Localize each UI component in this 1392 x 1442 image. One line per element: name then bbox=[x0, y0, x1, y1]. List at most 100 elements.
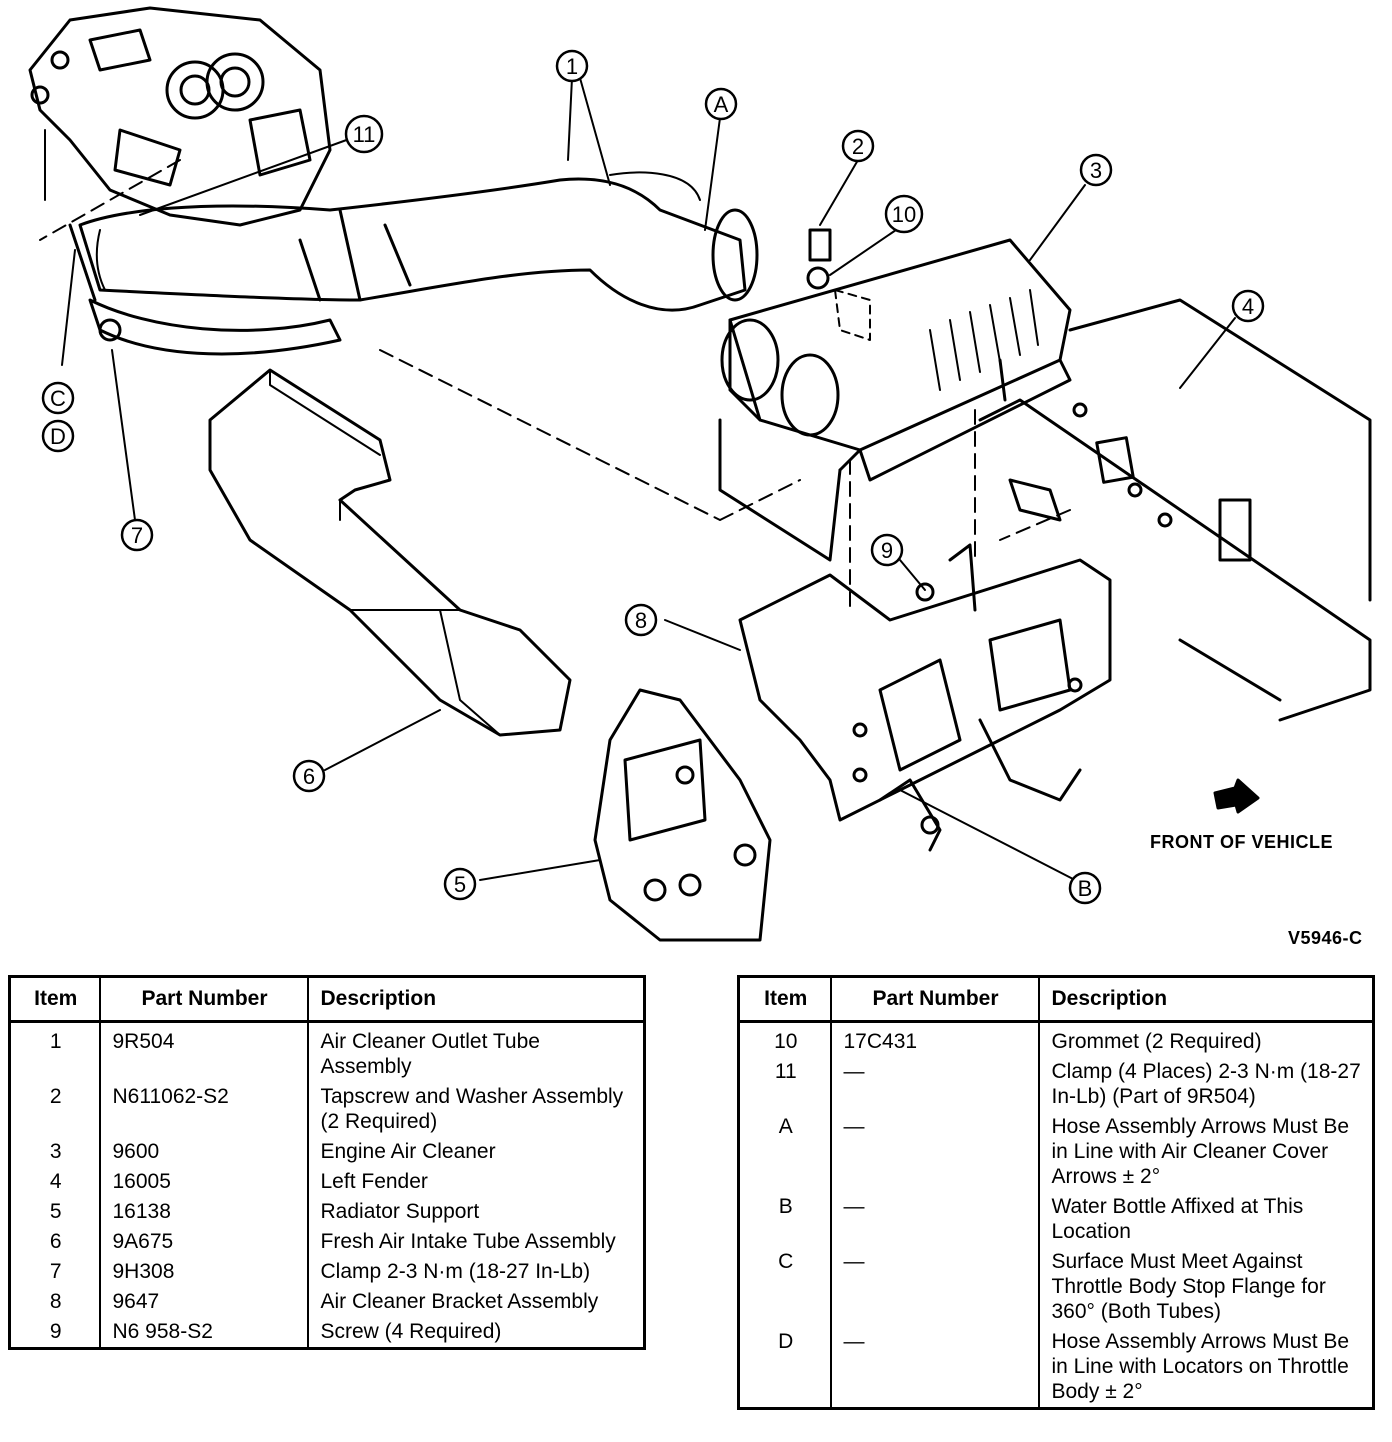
table-row: 8 9647 Air Cleaner Bracket Assembly bbox=[9, 1287, 645, 1317]
callout-9: 9 bbox=[870, 533, 904, 567]
front-of-vehicle-label: FRONT OF VEHICLE bbox=[1150, 832, 1333, 852]
cell-item: 1 bbox=[9, 1021, 101, 1082]
throttle-body-engine bbox=[28, 6, 332, 227]
parts-table-left: Item Part Number Description 1 9R504 Air… bbox=[8, 975, 646, 1350]
parts-table-right: Item Part Number Description 10 17C431 G… bbox=[737, 975, 1375, 1410]
air-cleaner-bracket bbox=[738, 543, 1112, 822]
callout-b: B bbox=[1068, 871, 1102, 905]
callout-6: 6 bbox=[292, 759, 326, 793]
cell-part-number: 16138 bbox=[99, 1197, 309, 1227]
cell-part-number: — bbox=[830, 1327, 1040, 1409]
table-row: B — Water Bottle Affixed at This Locatio… bbox=[738, 1192, 1374, 1247]
cell-description: Radiator Support bbox=[320, 1200, 480, 1223]
cell-part-number: 9A675 bbox=[99, 1227, 309, 1257]
cell-description: Air Cleaner Bracket Assembly bbox=[320, 1290, 599, 1313]
fresh-air-intake-tube bbox=[208, 368, 572, 737]
cell-description: Left Fender bbox=[320, 1170, 428, 1193]
callout-4-label: 4 bbox=[1242, 294, 1254, 319]
callout-9-label: 9 bbox=[881, 538, 893, 563]
callout-5: 5 bbox=[443, 867, 477, 901]
left-fender bbox=[978, 298, 1372, 722]
figure-code: V5946-C bbox=[1288, 928, 1363, 948]
header-item: Item bbox=[738, 976, 832, 1023]
callout-11: 11 bbox=[344, 114, 384, 154]
cell-description: Hose Assembly Arrows Must Be in Line wit… bbox=[1051, 1115, 1350, 1188]
cell-item: 7 bbox=[9, 1257, 101, 1287]
cell-description: Clamp (4 Places) 2-3 N·m (18-27 In-Lb) (… bbox=[1051, 1060, 1361, 1108]
cell-part-number: — bbox=[830, 1057, 1040, 1112]
callout-d: D bbox=[41, 419, 75, 453]
callout-1-label: 1 bbox=[566, 54, 578, 79]
cell-part-number: 9600 bbox=[99, 1137, 309, 1167]
callout-10-label: 10 bbox=[892, 202, 916, 227]
radiator-support bbox=[593, 688, 942, 942]
cell-item: B bbox=[738, 1192, 832, 1247]
cell-part-number: — bbox=[830, 1192, 1040, 1247]
table-row: 11 — Clamp (4 Places) 2-3 N·m (18-27 In-… bbox=[738, 1057, 1374, 1112]
cell-description: Tapscrew and Washer Assembly (2 Required… bbox=[320, 1085, 624, 1133]
cell-part-number: N6 958-S2 bbox=[99, 1317, 309, 1349]
callout-b-label: B bbox=[1078, 876, 1093, 901]
callout-8-label: 8 bbox=[635, 608, 647, 633]
callout-3: 3 bbox=[1079, 153, 1113, 187]
callout-d-label: D bbox=[50, 424, 66, 449]
table-row: 2 N611062-S2 Tapscrew and Washer Assembl… bbox=[9, 1082, 645, 1137]
cell-item: 9 bbox=[9, 1317, 101, 1349]
callout-a-label: A bbox=[714, 92, 729, 117]
header-item: Item bbox=[9, 976, 101, 1023]
front-arrow-icon bbox=[1213, 778, 1260, 814]
cell-item: D bbox=[738, 1327, 832, 1409]
table-row: D — Hose Assembly Arrows Must Be in Line… bbox=[738, 1327, 1374, 1409]
header-part-number: Part Number bbox=[830, 976, 1040, 1023]
header-description: Description bbox=[1038, 976, 1374, 1023]
cell-item: 6 bbox=[9, 1227, 101, 1257]
cell-description: Engine Air Cleaner bbox=[320, 1140, 496, 1163]
cell-description: Clamp 2-3 N·m (18-27 In-Lb) bbox=[320, 1260, 591, 1283]
table-row: 10 17C431 Grommet (2 Required) bbox=[738, 1021, 1374, 1057]
callout-c-label: C bbox=[50, 386, 66, 411]
callout-11-label: 11 bbox=[353, 122, 376, 147]
header-description: Description bbox=[307, 976, 645, 1023]
cell-description: Water Bottle Affixed at This Location bbox=[1051, 1195, 1304, 1243]
table-row: A — Hose Assembly Arrows Must Be in Line… bbox=[738, 1112, 1374, 1192]
callout-c: C bbox=[41, 381, 75, 415]
cell-part-number: 16005 bbox=[99, 1167, 309, 1197]
cell-item: 2 bbox=[9, 1082, 101, 1137]
table-header-row: Item Part Number Description bbox=[9, 976, 645, 1023]
callout-10: 10 bbox=[884, 194, 924, 234]
table-row: C — Surface Must Meet Against Throttle B… bbox=[738, 1247, 1374, 1327]
callout-7: 7 bbox=[120, 518, 154, 552]
callout-2: 2 bbox=[841, 129, 875, 163]
table-header-row: Item Part Number Description bbox=[738, 976, 1374, 1023]
exploded-view-diagram: 1 2 3 4 5 6 7 8 9 10 11 A bbox=[28, 6, 1372, 942]
cell-description: Grommet (2 Required) bbox=[1051, 1030, 1262, 1053]
callout-2-label: 2 bbox=[852, 134, 864, 159]
cell-part-number: 9R504 bbox=[99, 1021, 309, 1082]
cell-part-number: 9647 bbox=[99, 1287, 309, 1317]
table-row: 4 16005 Left Fender bbox=[9, 1167, 645, 1197]
cell-item: 3 bbox=[9, 1137, 101, 1167]
cell-description: Fresh Air Intake Tube Assembly bbox=[320, 1230, 616, 1253]
cell-item: 8 bbox=[9, 1287, 101, 1317]
air-cleaner-outlet-tube bbox=[68, 171, 759, 356]
cell-item: A bbox=[738, 1112, 832, 1192]
cell-item: 4 bbox=[9, 1167, 101, 1197]
cell-part-number: — bbox=[830, 1112, 1040, 1192]
cell-part-number: — bbox=[830, 1247, 1040, 1327]
cell-part-number: 9H308 bbox=[99, 1257, 309, 1287]
alignment-lines bbox=[39, 159, 1071, 611]
callout-5-label: 5 bbox=[454, 872, 466, 897]
cell-description: Surface Must Meet Against Throttle Body … bbox=[1051, 1250, 1326, 1323]
cell-part-number: N611062-S2 bbox=[99, 1082, 309, 1137]
cell-description: Screw (4 Required) bbox=[320, 1320, 502, 1343]
engine-air-cleaner bbox=[718, 228, 1072, 562]
callout-a: A bbox=[704, 87, 738, 121]
callout-1: 1 bbox=[555, 49, 589, 83]
cell-description: Air Cleaner Outlet Tube Assembly bbox=[320, 1030, 540, 1078]
header-part-number: Part Number bbox=[99, 976, 309, 1023]
table-row: 5 16138 Radiator Support bbox=[9, 1197, 645, 1227]
cell-item: C bbox=[738, 1247, 832, 1327]
callout-3-label: 3 bbox=[1090, 158, 1102, 183]
cell-description: Hose Assembly Arrows Must Be in Line wit… bbox=[1051, 1330, 1350, 1403]
table-row: 1 9R504 Air Cleaner Outlet Tube Assembly bbox=[9, 1021, 645, 1082]
